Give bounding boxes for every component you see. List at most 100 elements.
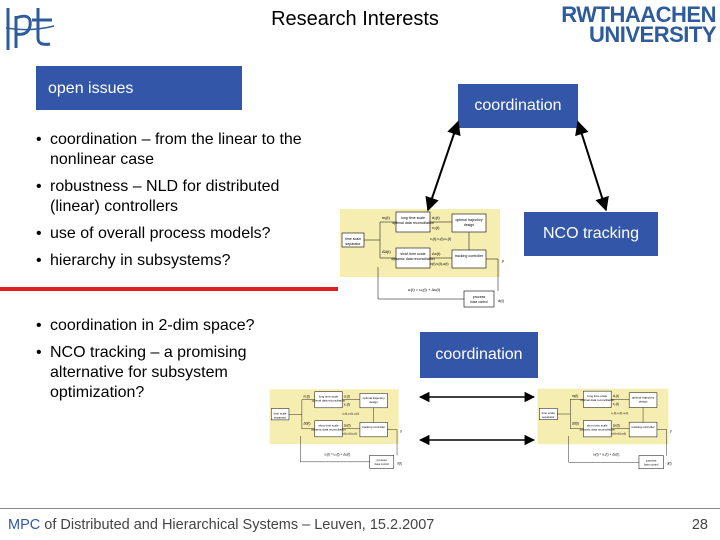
open-issues-box: open issues [36, 66, 242, 110]
tracking-controller-box-label: tracking controller [631, 425, 654, 429]
time-scale-separator-box-label: separator [542, 415, 554, 419]
symbol-d-out: d(t) [667, 462, 672, 466]
tracking-controller-box [451, 249, 487, 269]
short-time-scale-box-label: short time scale [318, 423, 339, 427]
symbol-dk: Δ̂d(t) [382, 249, 391, 254]
symbol-u-eq: uₗ(t) = u₀(t) + Δu(t) [593, 453, 619, 457]
lpt-logo [2, 4, 58, 54]
symbol-d-out: d(t) [498, 298, 505, 303]
bullet-item: use of overall process models? [30, 224, 330, 244]
symbol-x0: x₀(t) [432, 225, 440, 230]
symbol-dk: Δ̂d(t) [303, 422, 310, 426]
long-time-scale-box-label: long time scale [587, 394, 607, 398]
symbol-y-out: y [400, 429, 402, 433]
process-box-sublabel: base control [644, 463, 659, 467]
short-time-scale-box-label: dynamic data reconciliation [580, 427, 616, 431]
time-scale-separator-box-label: time scale [345, 237, 361, 241]
long-time-scale-box-label: optimal data reconciliation [312, 398, 346, 402]
open-issues-label: open issues [48, 80, 134, 97]
symbol-y-out: y [502, 258, 504, 263]
symbol-y-out: y [670, 429, 672, 433]
coordination-mid-label: coordination [435, 346, 523, 363]
logo-line-2: UNIVERSITY [588, 22, 717, 47]
symbol-u-eq: uₗ(t) = u₀(t) + Δu(t) [324, 452, 350, 456]
long-time-scale-box [314, 391, 343, 409]
long-time-scale-box-label: optimal data reconciliation [392, 221, 434, 225]
trajectory-design-box-label: design [639, 400, 648, 404]
bullet-item: robustness – NLD for distributed (linear… [30, 177, 330, 217]
short-time-scale-box-label: dynamic data reconciliation [311, 427, 346, 431]
time-scale-separator-box-label: separator [274, 415, 286, 419]
bullet-item: coordination – from the linear to the no… [30, 130, 330, 170]
arrow-coordination-to-nco [575, 120, 609, 212]
symbol-d-out: d(t) [397, 461, 402, 465]
symbol-u-eq: uₗ(t) = u₀(t) + Δu(t) [408, 287, 441, 292]
footer-prefix: MPC [8, 517, 41, 533]
short-time-scale-box-label: dynamic data reconciliation [391, 257, 434, 261]
short-time-scale-box-label: short time scale [587, 423, 608, 427]
symbol-mtj: mⱼ(t) [303, 394, 309, 398]
symbol-x0: x₀(t) [344, 402, 350, 406]
process-box [463, 290, 495, 308]
coordination-box-mid: coordination [420, 332, 538, 378]
trajectory-design-box [628, 392, 658, 408]
page-number: 28 [691, 517, 708, 533]
trajectory-design-box-label: design [369, 400, 378, 404]
nco-tracking-label: NCO tracking [542, 225, 640, 242]
coordination-top-label: coordination [474, 97, 562, 114]
symbol-formula: x₀(t),v₀(t),u₀(t) [342, 411, 359, 415]
symbol-d0: d₀(t) [344, 394, 350, 398]
footer-text: MPC of Distributed and Hierarchical Syst… [8, 517, 434, 533]
symbol-formula-2: xₗ(t),vₗ(t),uₗ(t) [342, 431, 357, 435]
symbol-d0: d₀(t) [432, 215, 440, 220]
time-scale-separator-box-label: time scale [274, 411, 287, 415]
nco-tracking-box: NCO tracking [524, 212, 658, 256]
tracking-controller-box-label: tracking controller [455, 254, 484, 258]
long-time-scale-box-label: long time scale [319, 394, 339, 398]
trajectory-design-box-label: optimal trajectory [455, 218, 483, 222]
long-time-scale-box-label: long time scale [401, 216, 425, 220]
process-box-label: process [377, 458, 388, 462]
symbol-dk: Δ̂d(t) [572, 422, 579, 426]
symbol-dx: Δx(t) [344, 423, 351, 427]
coordination-list: coordination in 2-dim space? NCO trackin… [30, 316, 300, 410]
short-time-scale-box [314, 420, 343, 438]
symbol-x0: x₀(t) [613, 402, 619, 406]
page-title: Research Interests [271, 8, 439, 30]
symbol-formula: x₀(t),v₀(t),u₀(t) [611, 411, 628, 415]
rwth-aachen-logo: RWTHAACHEN UNIVERSITY [561, 2, 718, 47]
tracking-controller-box-label: tracking controller [362, 425, 385, 429]
logo-line-1: RWTHAACHEN [561, 2, 716, 27]
process-box-label: process [473, 295, 486, 299]
trajectory-design-box-label: optimal trajectory [632, 395, 655, 399]
symbol-mtj: mⱼ(t) [382, 215, 390, 220]
trajectory-design-box-label: optimal trajectory [363, 396, 386, 400]
open-issues-list: coordination – from the linear to the no… [30, 130, 330, 278]
red-divider [0, 287, 340, 291]
bullet-item: NCO tracking – a promising alternative f… [30, 343, 300, 403]
process-box [369, 455, 395, 469]
bullet-item: coordination in 2-dim space? [30, 316, 300, 336]
bullet-item: hierarchy in subsystems? [30, 251, 330, 271]
symbol-dx: Δx(t) [432, 251, 441, 256]
process-box-sublabel: base control [470, 300, 488, 304]
symbol-formula-2: xₗ(t),vₗ(t),uₗ(t) [430, 262, 448, 266]
coordination-box-top: coordination [458, 84, 578, 128]
short-time-scale-box-label: short time scale [400, 252, 425, 256]
symbol-d0: d₀(t) [613, 394, 619, 398]
process-box-sublabel: base control [375, 462, 389, 466]
symbol-mtj: mⱼ(t) [572, 394, 578, 398]
arrow-coordination-to-diagram [425, 120, 461, 212]
process-box-label: process [646, 458, 657, 462]
trajectory-design-box-label: design [464, 223, 475, 227]
footer-title: of Distributed and Hierarchical Systems … [40, 517, 435, 533]
footer-divider [0, 508, 720, 509]
time-scale-separator-box-label: time scale [542, 411, 556, 415]
symbol-dx: Δx(t) [613, 423, 620, 427]
